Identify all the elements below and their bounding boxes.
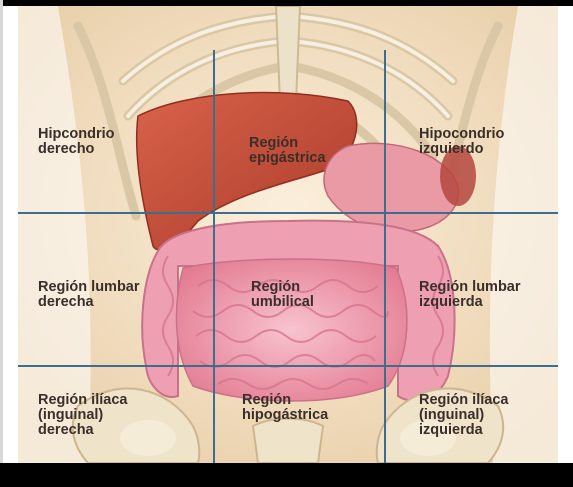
- label-line: Región lumbar: [38, 280, 140, 295]
- label-line: Hipocondrio: [419, 127, 504, 142]
- label-umbilical: Región umbilical: [251, 280, 314, 310]
- label-line: izquierda: [419, 295, 521, 310]
- label-lumbar-derecha: Región lumbar derecha: [38, 280, 140, 310]
- label-line: Región: [251, 280, 314, 295]
- label-hipocondrio-derecho: Hipcondrio derecho: [38, 127, 115, 157]
- label-line: epigástrica: [249, 151, 326, 166]
- label-line: Región: [242, 393, 328, 408]
- label-epigastrica: Región epigástrica: [249, 136, 326, 166]
- label-line: izquierdo: [419, 142, 504, 157]
- label-line: Región ilíaca: [419, 393, 508, 408]
- label-line: izquierda: [419, 423, 508, 438]
- label-line: Hipcondrio: [38, 127, 115, 142]
- label-line: Región ilíaca: [38, 393, 127, 408]
- label-line: Región: [249, 136, 326, 151]
- label-lumbar-izquierda: Región lumbar izquierda: [419, 280, 521, 310]
- label-iliaca-derecha: Región ilíaca (inguinal) derecha: [38, 393, 127, 438]
- label-line: derecha: [38, 423, 127, 438]
- label-line: (inguinal): [419, 408, 508, 423]
- label-line: derecha: [38, 295, 140, 310]
- label-hipogastrica: Región hipogástrica: [242, 393, 328, 423]
- label-iliaca-izquierda: Región ilíaca (inguinal) izquierda: [419, 393, 508, 438]
- label-line: hipogástrica: [242, 408, 328, 423]
- label-line: Región lumbar: [419, 280, 521, 295]
- label-hipocondrio-izquierdo: Hipocondrio izquierdo: [419, 127, 504, 157]
- left-border: [0, 0, 3, 487]
- label-line: (inguinal): [38, 408, 127, 423]
- label-line: derecho: [38, 142, 115, 157]
- bottom-black-bar: [0, 463, 573, 487]
- label-line: umbilical: [251, 295, 314, 310]
